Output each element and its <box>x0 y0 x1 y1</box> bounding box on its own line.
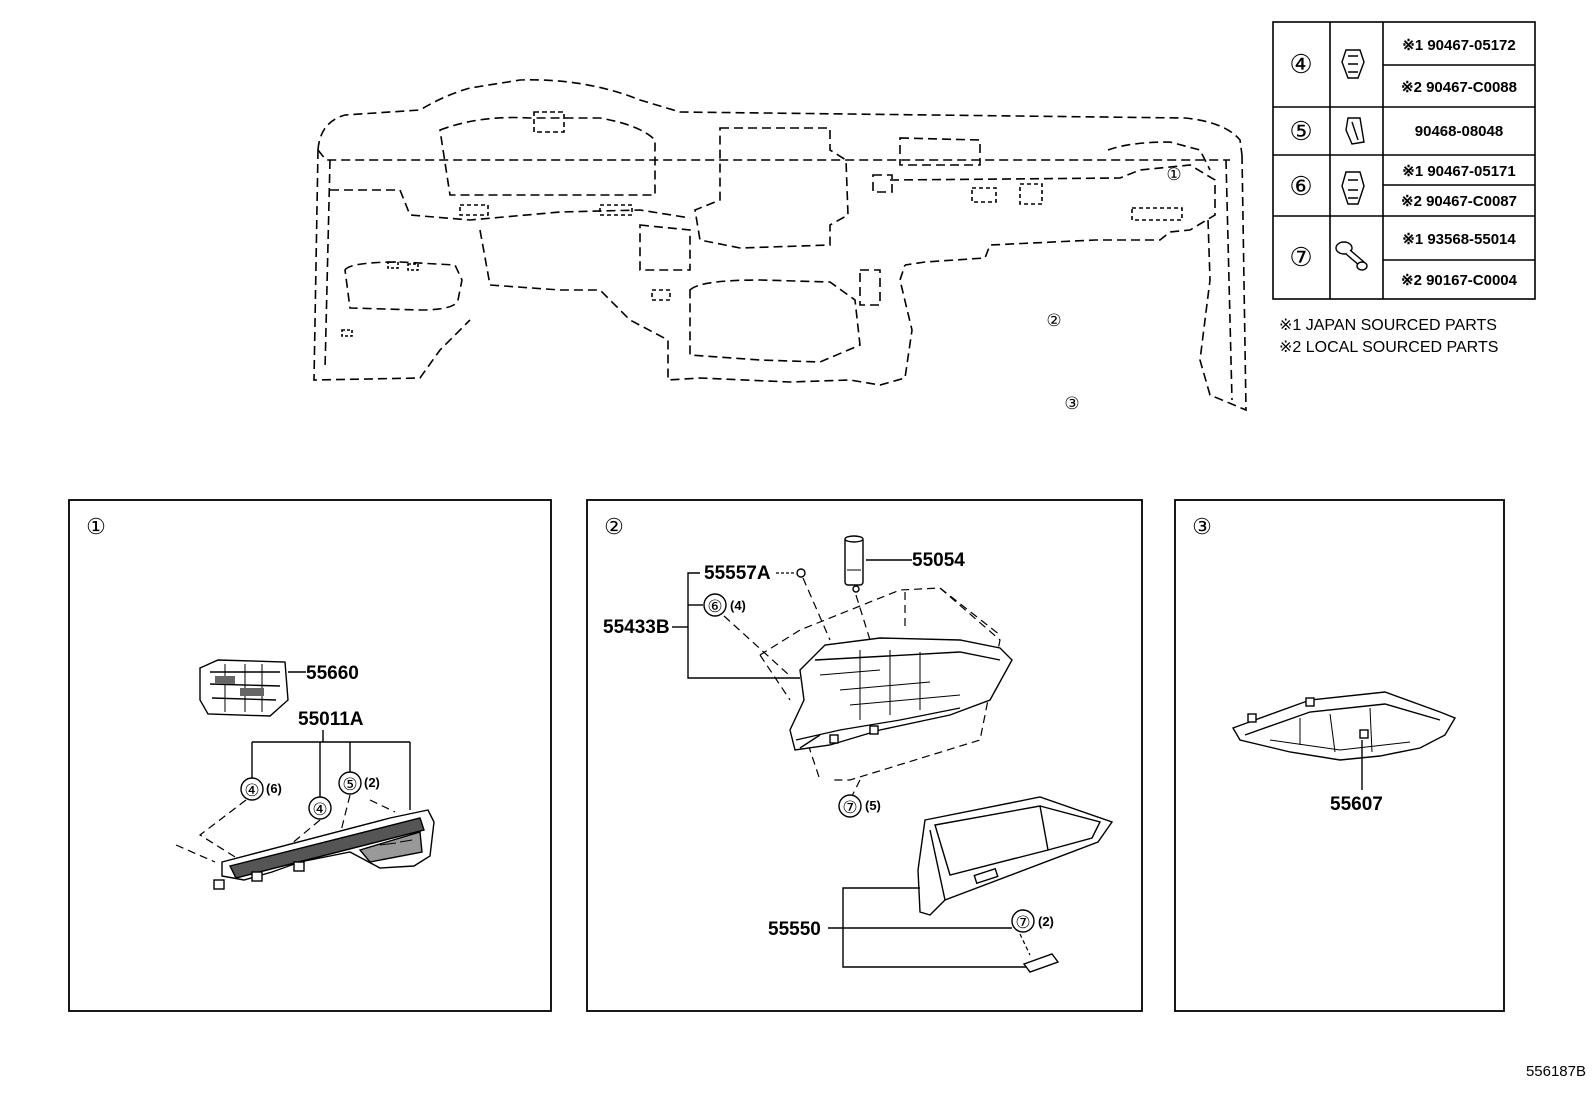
legend-part: ※2 90467-C0088 <box>1401 79 1517 96</box>
legend-part: ※1 93568-55014 <box>1402 231 1516 248</box>
legend-part: ※2 90167-C0004 <box>1401 272 1518 289</box>
overview-callout-1: ① <box>1166 165 1181 184</box>
clip-icon <box>1341 49 1365 79</box>
glove-box-hinge-cover <box>1022 953 1060 973</box>
part-number-55054: 55054 <box>912 550 965 571</box>
climate-control-unit <box>199 659 289 717</box>
panel-2-callout-7b: ⑦ <box>1015 913 1030 932</box>
panel-2-callout-7b-qty: (2) <box>1038 914 1054 929</box>
note-local-sourced: ※2 LOCAL SOURCED PARTS <box>1279 339 1498 356</box>
clip-icon <box>1345 117 1365 145</box>
panel-2-leader-lines <box>672 572 800 679</box>
clip-icon <box>1341 171 1365 205</box>
legend-ref-7: ⑦ <box>1289 242 1312 272</box>
part-number-55660: 55660 <box>306 663 359 684</box>
part-number-55011a: 55011A <box>298 709 364 730</box>
panel-2-door-leader-lines <box>828 887 1028 968</box>
panel-2-label: ② <box>604 514 624 539</box>
panel-1-label: ① <box>86 514 106 539</box>
glove-box-damper <box>844 535 864 593</box>
panel-1-callout-4b: ④ <box>312 800 327 819</box>
panel-2-callout-6: ⑥ <box>707 597 722 616</box>
fastener-legend-table <box>1272 21 1536 300</box>
part-number-55550: 55550 <box>768 919 821 940</box>
part-number-55607: 55607 <box>1330 794 1383 815</box>
legend-part: 90468-08048 <box>1415 123 1503 140</box>
panel-3-frame <box>1174 499 1505 1012</box>
panel-2-frame <box>586 499 1143 1012</box>
panel-1-leader-lines <box>251 730 411 810</box>
center-cluster-panel <box>213 809 435 890</box>
panel-1-frame <box>68 499 552 1012</box>
overview-callout-3: ③ <box>1064 394 1079 413</box>
panel-2-callout-7a: ⑦ <box>842 798 857 817</box>
overview-callout-2: ② <box>1046 311 1061 330</box>
glove-box-door <box>917 796 1114 916</box>
stopper-icon <box>796 568 806 578</box>
legend-part: ※1 90467-05172 <box>1402 37 1516 54</box>
legend-ref-5: ⑤ <box>1289 116 1312 146</box>
glove-box-lower-cover <box>1231 691 1457 761</box>
screw-icon <box>1335 241 1368 271</box>
panel-2-callout-7a-qty: (5) <box>865 798 881 813</box>
panel-1-callout-4a: ④ <box>244 781 259 800</box>
part-number-55557a: 55557A <box>704 563 771 584</box>
legend-ref-4: ④ <box>1289 49 1312 79</box>
panel-2-callout-6-qty: (4) <box>730 598 746 613</box>
diagram-reference-code: 556187B <box>1526 1063 1586 1080</box>
panel-1-callout-5: ⑤ <box>342 775 357 794</box>
dashboard-overview <box>313 79 1247 412</box>
note-japan-sourced: ※1 JAPAN SOURCED PARTS <box>1279 317 1497 334</box>
glove-box-upper-housing <box>789 637 1013 751</box>
panel-1-guide-lines <box>175 794 396 863</box>
panel-1-callout-5-qty: (2) <box>364 775 380 790</box>
legend-ref-6: ⑥ <box>1289 171 1312 201</box>
legend-part: ※1 90467-05171 <box>1402 163 1516 180</box>
panel-3-label: ③ <box>1192 514 1212 539</box>
panel-1-callout-4a-qty: (6) <box>266 781 282 796</box>
part-number-55433b: 55433B <box>603 617 670 638</box>
legend-part: ※2 90467-C0087 <box>1401 193 1517 210</box>
